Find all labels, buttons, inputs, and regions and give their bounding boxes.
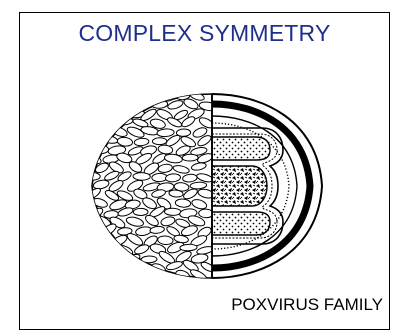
poxvirus-illustration: [80, 78, 330, 293]
surface-tubule: [80, 253, 94, 265]
surface-tubule: [108, 271, 125, 282]
surface-tubule: [164, 208, 180, 215]
surface-tubule: [120, 102, 135, 110]
surface-tubule: [126, 93, 141, 101]
surface-tubule: [92, 255, 108, 263]
surface-tubule: [87, 245, 105, 254]
surface-tubule: [85, 226, 103, 237]
surface-tubule: [101, 246, 117, 255]
surface-tubule: [109, 94, 126, 101]
surface-tubule: [142, 270, 161, 283]
surface-tubule: [180, 244, 197, 251]
surface-tubule: [107, 106, 125, 120]
surface-tubule: [133, 173, 150, 181]
surface-tubule: [133, 208, 148, 215]
surface-tubule: [119, 259, 136, 271]
surface-tubule: [85, 98, 101, 111]
surface-tubule: [80, 92, 93, 100]
virion-cross-section: [212, 94, 322, 278]
surface-tubule: [132, 98, 149, 109]
surface-tubule: [93, 107, 111, 122]
surface-tubule: [80, 147, 93, 154]
surface-tubule: [93, 270, 110, 281]
surface-tubule: [104, 100, 120, 110]
surface-tubule: [86, 115, 103, 129]
surface-tubule: [80, 107, 95, 119]
surface-tubule: [96, 234, 111, 243]
surface-tubule: [80, 217, 93, 226]
surface-tubule: [152, 173, 168, 182]
surface-tubule: [126, 268, 145, 283]
surface-tubule: [86, 260, 102, 273]
slide-caption: POXVIRUS FAMILY: [231, 295, 383, 315]
surface-tubule: [152, 138, 166, 145]
surface-tubule: [80, 234, 94, 243]
surface-tubule: [139, 87, 159, 103]
slide-title: COMPLEX SYMMETRY: [19, 20, 390, 47]
surface-tubule: [101, 115, 118, 129]
surface-tubule: [101, 259, 118, 273]
surface-tubule: [93, 90, 111, 100]
surface-tubule: [111, 254, 127, 263]
surface-tubule: [93, 126, 111, 141]
surface-tubule: [80, 161, 95, 176]
virion-outer-surface: [80, 87, 217, 284]
surface-tubule: [131, 260, 149, 273]
surface-tubule: [182, 154, 198, 161]
surface-tubule: [80, 126, 94, 137]
surface-tubule: [85, 134, 101, 148]
surface-tubule: [80, 272, 95, 281]
